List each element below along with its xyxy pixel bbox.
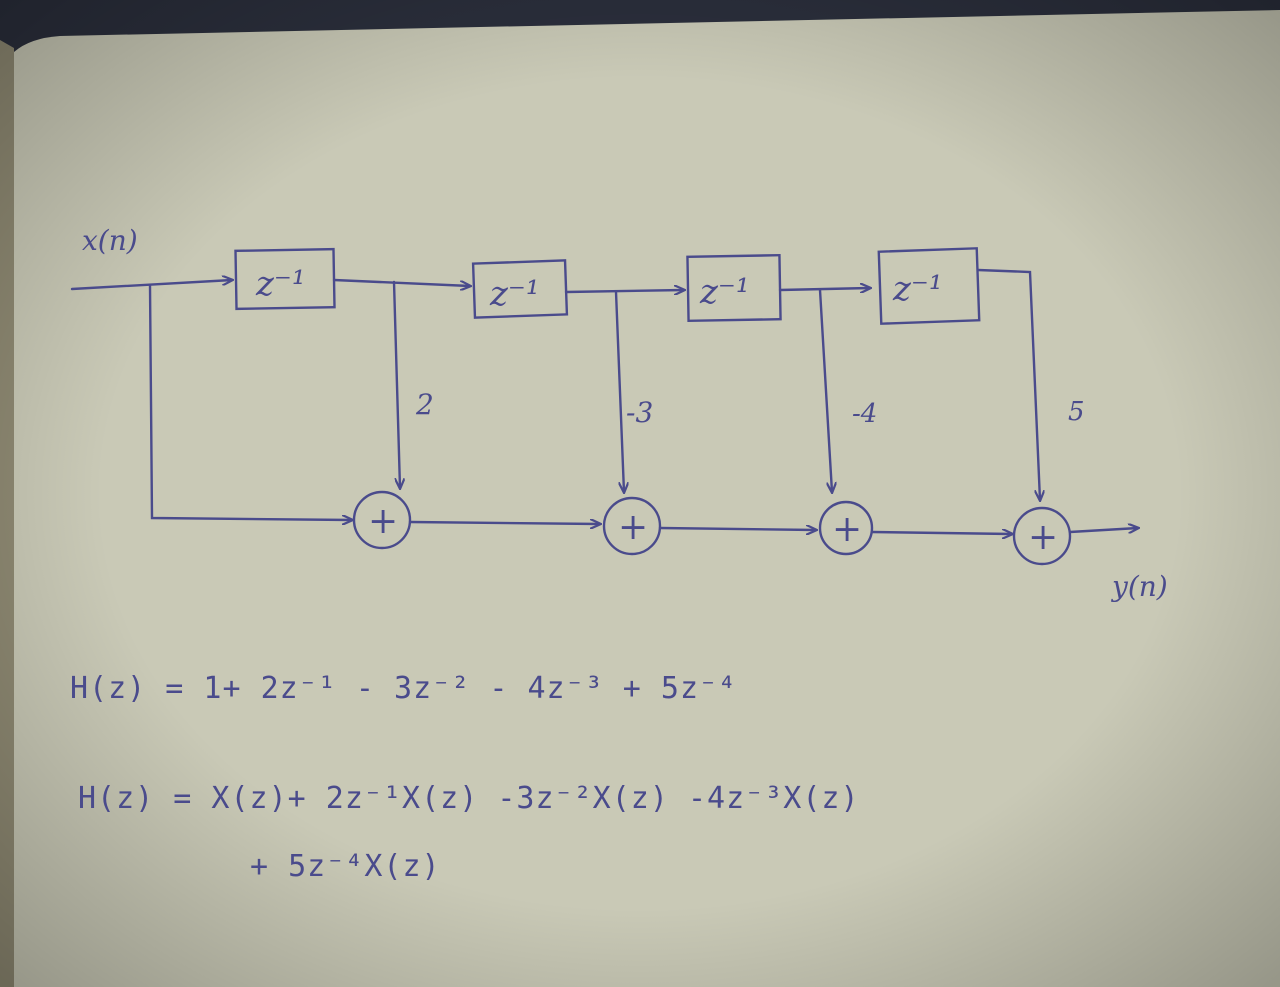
- delay-box-1: [234, 247, 336, 311]
- adder-3: [818, 500, 874, 556]
- coefficient-3: -4: [852, 399, 877, 429]
- adder-symbol-2: +: [618, 507, 648, 548]
- delay-label-1: z⁻¹: [255, 264, 306, 304]
- input-label: x(n): [82, 224, 138, 257]
- delay-label-4: z⁻¹: [892, 269, 943, 309]
- direct-path-wire: [148, 283, 352, 520]
- sum-wire-1: [408, 522, 600, 524]
- input-wire: [70, 280, 232, 291]
- adder-symbol-3: +: [832, 509, 862, 550]
- delay-box-4: [877, 247, 981, 325]
- coefficient-2: -3: [626, 396, 653, 429]
- chain-wire-3: [778, 288, 870, 290]
- output-wire: [1068, 528, 1138, 532]
- chain-wire-4: [976, 268, 1040, 500]
- equation-line-2: H(z) = X(z)+ 2z⁻¹X(z) -3z⁻²X(z) -4z⁻³X(z…: [78, 781, 860, 816]
- equation-line-3: + 5z⁻⁴X(z): [250, 849, 441, 884]
- tap-wire-2: [614, 290, 624, 492]
- delay-label-3: z⁻¹: [699, 272, 750, 312]
- coefficient-4: 5: [1068, 397, 1085, 427]
- adder-2: [602, 496, 662, 556]
- tap-wire-3: [818, 288, 832, 492]
- output-label: y(n): [1110, 570, 1168, 603]
- coefficient-1: 2: [415, 388, 434, 421]
- adder-1: [352, 490, 412, 550]
- sum-wire-3: [870, 532, 1012, 534]
- equation-line-1: H(z) = 1+ 2z⁻¹ - 3z⁻² - 4z⁻³ + 5z⁻⁴: [70, 671, 737, 706]
- sum-wire-2: [658, 528, 816, 530]
- delay-box-3: [686, 253, 782, 323]
- tap-wire-1: [392, 280, 400, 488]
- delay-label-2: z⁻¹: [489, 274, 540, 314]
- delay-box-2: [471, 259, 569, 319]
- adder-symbol-1: +: [368, 501, 398, 542]
- adder-symbol-4: +: [1028, 517, 1058, 558]
- chain-wire-1: [332, 278, 470, 286]
- chain-wire-2: [564, 290, 684, 292]
